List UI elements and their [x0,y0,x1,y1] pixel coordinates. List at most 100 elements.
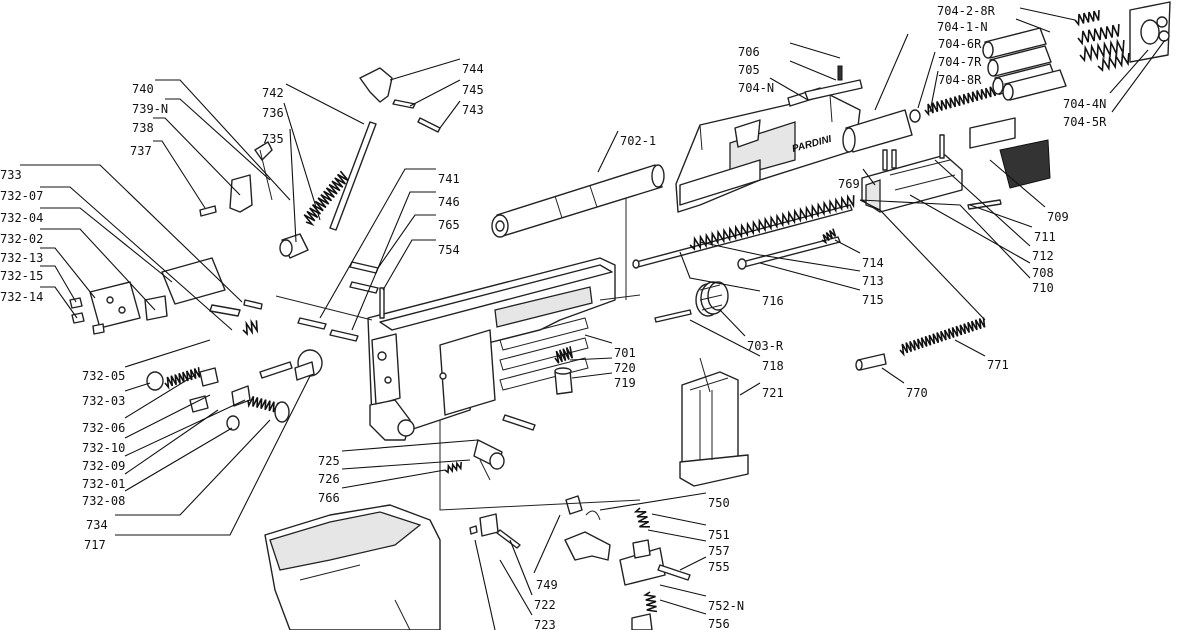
callout-label: 732-03 [82,394,125,408]
callout-label: 725 [318,454,340,468]
callout-label: 756 [708,617,730,630]
callout-label: 732-08 [82,494,125,508]
callout-labels: 704-2-8R 704-1-N 706 705 704-N 704-6R 704-7R 70… [0,4,1107,630]
callout-label: 702-1 [620,134,656,148]
part-grip [264,504,441,630]
callout-label: 735 [262,132,284,146]
callout-label: 732-07 [0,189,43,203]
part-trigger-pin-725 [444,439,505,474]
callout-label: 732-01 [82,477,125,491]
callout-label: 732-02 [0,232,43,246]
callout-label: 718 [762,359,784,373]
callout-label: 738 [132,121,154,135]
callout-label: 722 [534,598,556,612]
callout-label: 769 [838,177,860,191]
part-adjuster-732 [146,361,293,431]
part-magazine [679,371,749,487]
callout-label: 746 [438,195,460,209]
part-717-knob [294,349,323,381]
part-safety-assembly [69,257,263,336]
callout-label: 710 [1032,281,1054,295]
callout-label: 704-4N [1063,97,1106,111]
callout-label: 704-6R [938,37,982,51]
callout-label: 749 [536,578,558,592]
callout-label: 757 [708,544,730,558]
callout-label: 734 [86,518,108,532]
part-trigger-group [469,495,691,630]
part-small-springs-right [1074,10,1130,72]
part-hammer-spring-742 [303,121,377,231]
part-spring-771 [855,317,986,371]
part-recoil-spring-upper [924,83,1005,117]
callout-label: 744 [462,62,484,76]
part-barrel [491,164,665,238]
part-recoil-spring-mid [689,194,855,251]
callout-label: 766 [318,491,340,505]
callout-label: 723 [534,618,556,630]
callout-label: 750 [708,496,730,510]
callout-label: 732-13 [0,251,43,265]
callout-label: 752-N [708,599,744,613]
callout-label: 755 [708,560,730,574]
callout-label: 771 [987,358,1009,372]
callout-label: 721 [762,386,784,400]
callout-label: 705 [738,63,760,77]
callout-label: 714 [862,256,884,270]
callout-label: 706 [738,45,760,59]
callout-label: 732-05 [82,369,125,383]
callout-label: 704-5R [1063,115,1107,129]
parts-layer: PARDINI [69,1,1171,630]
callout-label: 713 [862,274,884,288]
callout-label: 715 [862,293,884,307]
callout-label: 745 [462,83,484,97]
callout-label: 733 [0,168,22,182]
callout-label: 711 [1034,230,1056,244]
part-737-738 [199,141,273,217]
callout-label: 736 [262,106,284,120]
part-pins-741-746 [297,261,379,342]
callout-label: 712 [1032,249,1054,263]
callout-label: 754 [438,243,460,257]
callout-label: 704-8R [938,73,982,87]
callout-label: 732-10 [82,441,125,455]
part-end-plate [1129,1,1171,63]
part-weight-cylinders [982,27,1067,101]
part-guide-rods [632,204,853,323]
callout-label: 765 [438,218,460,232]
callout-label: 751 [708,528,730,542]
part-bolt-cylinder [842,109,921,153]
callout-label: 704-7R [938,55,982,69]
callout-label: 732-15 [0,269,43,283]
callout-label: 743 [462,103,484,117]
callout-label: 732-14 [0,290,43,304]
callout-label: 720 [614,361,636,375]
callout-label: 770 [906,386,928,400]
callout-label: 709 [1047,210,1069,224]
part-lower-frame [367,257,616,441]
part-spring-720 [554,346,574,395]
callout-label: 704-2-8R [937,4,996,18]
callout-label: 726 [318,472,340,486]
callout-label: 732-06 [82,421,125,435]
part-rear-sight [861,117,1051,213]
callout-label: 741 [438,172,460,186]
assembly-lines [275,198,711,511]
part-upper-receiver: PARDINI [675,65,863,213]
part-735 [279,233,309,259]
part-sear-744 [359,67,441,133]
callout-label: 739-N [132,102,168,116]
callout-label: 732-04 [0,211,43,225]
callout-label: 704-1-N [937,20,988,34]
callout-label: 704-N [738,81,774,95]
callout-label: 740 [132,82,154,96]
callout-label: 719 [614,376,636,390]
callout-label: 742 [262,86,284,100]
leader-lines [20,7,1166,630]
callout-label: 701 [614,346,636,360]
callout-label: 708 [1032,266,1054,280]
callout-label: 703-R [747,339,784,353]
callout-label: 737 [130,144,152,158]
callout-label: 732-09 [82,459,125,473]
